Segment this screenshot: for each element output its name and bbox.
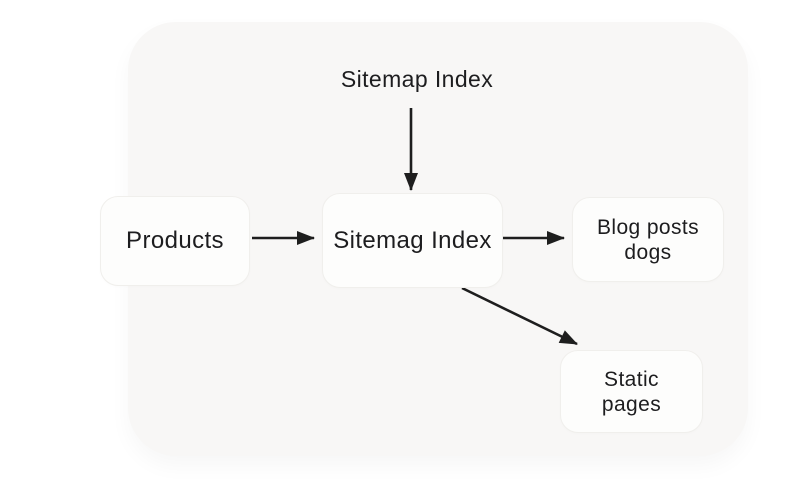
node-blog-posts-label-line1: Blog posts	[596, 215, 700, 239]
node-static-pages-label-line2: pages	[601, 392, 662, 416]
node-products-label: Products	[126, 227, 224, 254]
node-sitemag-index: Sitemag Index	[322, 193, 503, 288]
node-static-pages-label-line1: Static	[604, 367, 659, 391]
node-blog-posts-label-line2: dogs	[624, 240, 672, 264]
node-blog-posts: Blog posts dogs	[572, 197, 724, 282]
top-label-sitemap-index: Sitemap Index	[340, 66, 494, 92]
node-sitemag-index-label: Sitemag Index	[333, 226, 492, 254]
node-static-pages: Static pages	[560, 350, 703, 433]
node-products: Products	[100, 196, 250, 286]
